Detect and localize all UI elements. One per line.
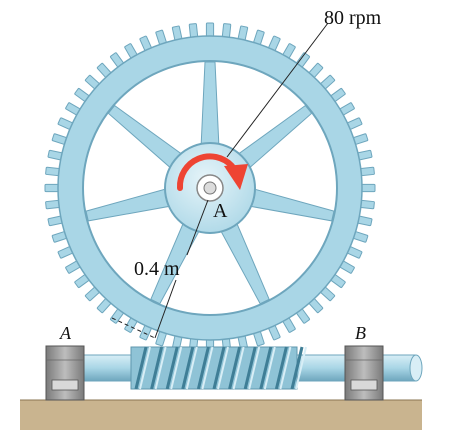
radius-leader-line [186, 199, 209, 256]
worm-thread [274, 346, 288, 390]
rotation-arrow [176, 153, 235, 191]
worm-shaft [57, 346, 423, 390]
worm-thread [290, 346, 304, 390]
worm-thread-highlight [295, 346, 307, 390]
rotation-arrowhead [224, 164, 248, 190]
worm-thread [196, 346, 210, 390]
radius-dashed-extension [111, 317, 156, 339]
ground [20, 400, 422, 430]
worm-thread [228, 346, 242, 390]
gear-teeth [44, 22, 376, 354]
support-left [45, 345, 85, 401]
worm-thread-highlight [248, 346, 261, 390]
gear-spokes [85, 61, 335, 305]
gear-axle-center [203, 181, 217, 195]
radius-label: 0.4 m [134, 258, 180, 280]
speed-label: 80 rpm [324, 7, 382, 29]
support-right-label: B [355, 323, 366, 343]
worm-thread [243, 346, 257, 390]
worm-thread-highlight [170, 346, 183, 390]
shaft-end [409, 354, 423, 382]
worm-thread-highlight [139, 346, 151, 390]
speed-leader-line [226, 22, 329, 158]
radius-leader-line-lower [154, 279, 177, 339]
worm-thread [212, 346, 226, 390]
worm-thread-highlight [279, 346, 292, 390]
hub-point-label: A [213, 200, 228, 222]
worm-thread-highlight [217, 346, 229, 390]
support-left-label: A [59, 323, 72, 343]
worm-thread-highlight [201, 346, 214, 390]
worm-thread-highlight [185, 346, 198, 390]
worm-thread [165, 346, 179, 390]
gear [44, 22, 376, 354]
worm-thread-highlight [263, 346, 276, 390]
worm-thread [181, 346, 195, 390]
worm-thread [259, 346, 273, 390]
worm-thread-highlight [154, 346, 167, 390]
worm-thread [134, 346, 148, 390]
worm-thread [150, 346, 164, 390]
support-right [344, 345, 384, 401]
worm-thread-highlight [232, 346, 245, 390]
worm-threads [134, 346, 307, 390]
